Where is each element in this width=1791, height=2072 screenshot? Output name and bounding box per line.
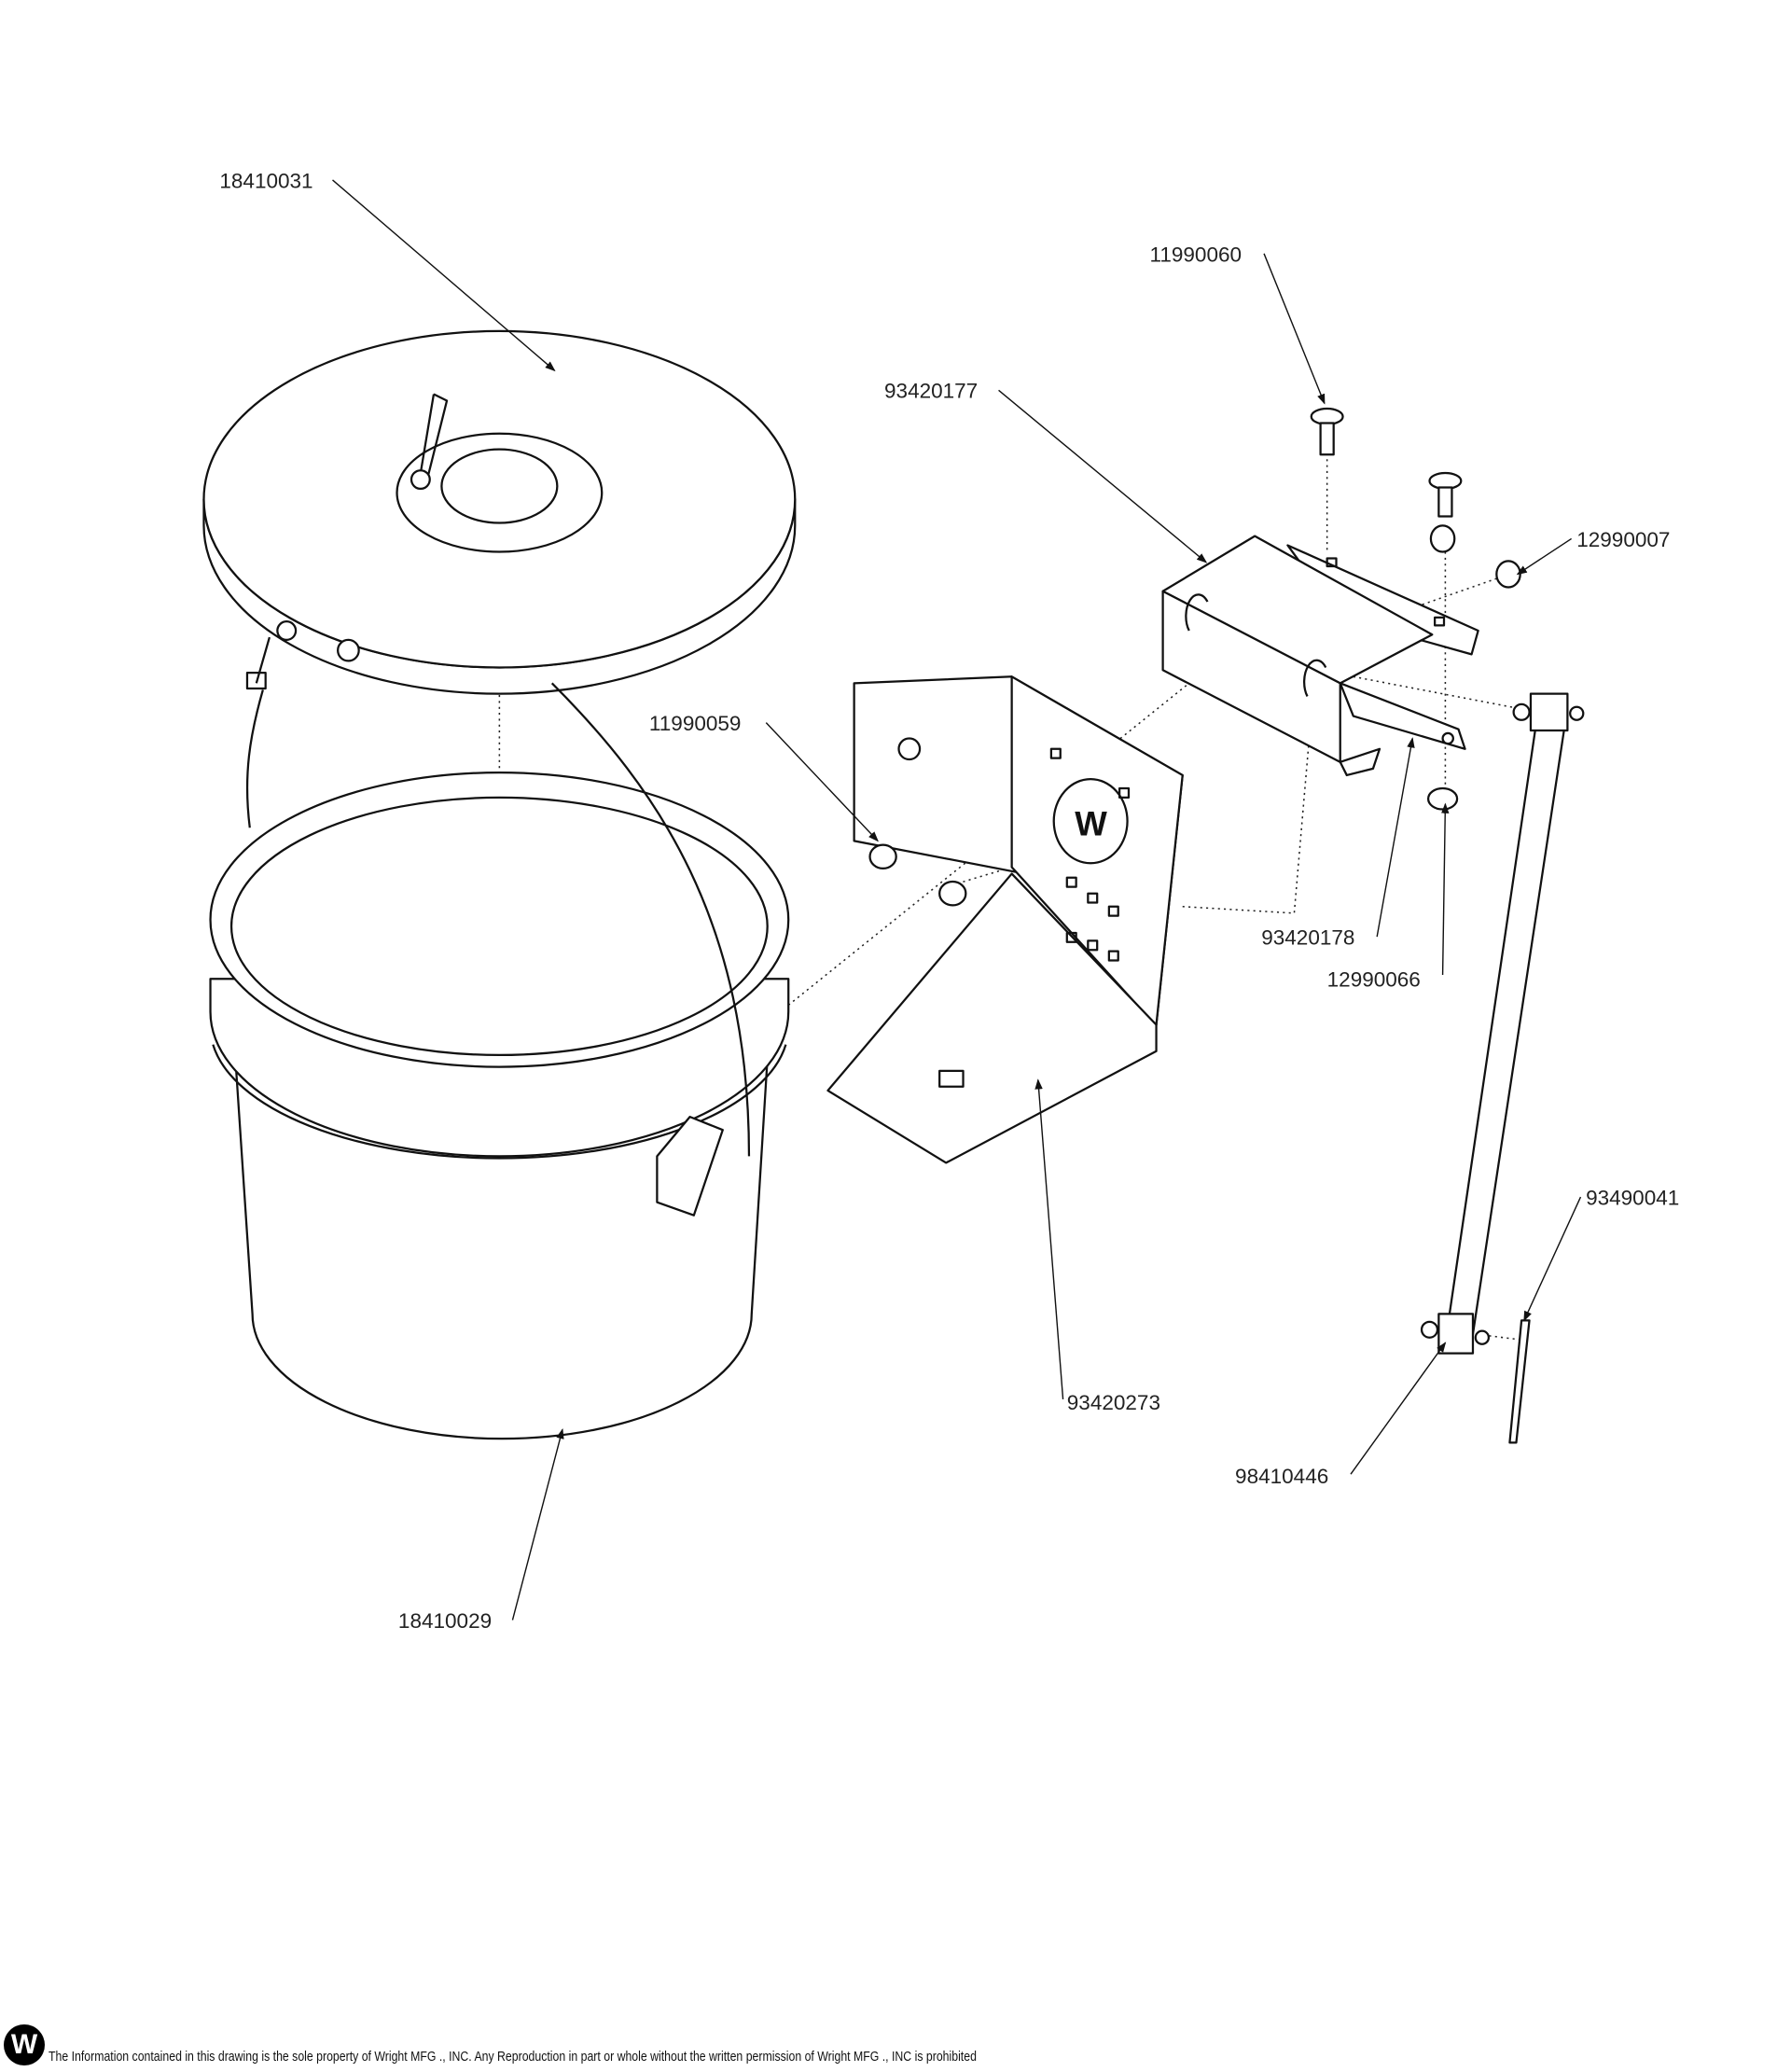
bucket bbox=[209, 682, 790, 1440]
leader-lines bbox=[332, 179, 1582, 1620]
label-hinge-bracket: 93420178 bbox=[1261, 926, 1354, 950]
wright-logo-icon: W bbox=[4, 2024, 45, 2065]
label-bucket: 18410029 bbox=[398, 1609, 492, 1633]
label-nut-bottom: 12990066 bbox=[1327, 968, 1421, 992]
upper-bracket bbox=[1161, 535, 1479, 777]
label-mount-bracket: 93420273 bbox=[1067, 1391, 1160, 1414]
label-pin-top: 11990060 bbox=[1150, 243, 1243, 266]
label-nut-side: 12990007 bbox=[1576, 528, 1670, 551]
label-upper-bracket: 93420177 bbox=[884, 380, 978, 403]
bucket-lid bbox=[202, 329, 797, 695]
bracket-logo-mark: W bbox=[1075, 805, 1107, 843]
copyright-notice: The Information contained in this drawin… bbox=[49, 2049, 977, 2065]
label-pin-left: 11990059 bbox=[649, 712, 742, 735]
label-clip: 93490041 bbox=[1586, 1186, 1679, 1209]
mount-bracket: W bbox=[826, 675, 1184, 1164]
label-lid: 18410031 bbox=[219, 169, 312, 192]
label-rod: 98410446 bbox=[1235, 1465, 1328, 1488]
hardware bbox=[1310, 407, 1521, 811]
rod bbox=[1420, 692, 1585, 1444]
